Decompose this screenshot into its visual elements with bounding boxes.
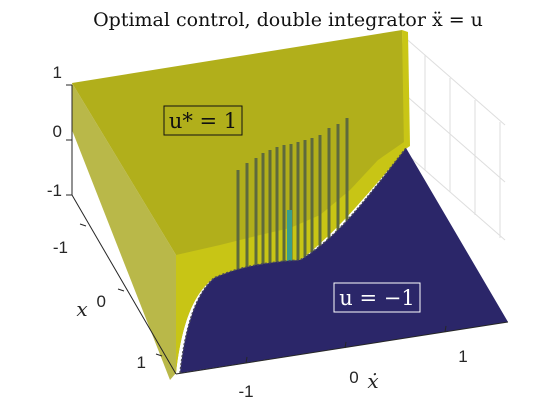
y-axis-label: x <box>76 297 87 321</box>
y-axis: -1 0 1 x <box>53 223 163 372</box>
switching-curve <box>179 147 407 374</box>
chart-title: Optimal control, double integrator ẍ = u <box>93 9 483 31</box>
y-tick-label: -1 <box>53 238 68 257</box>
svg-text:u = −1: u = −1 <box>339 286 414 310</box>
annotation-u-minus: u = −1 <box>333 282 421 313</box>
surface-plus-right <box>402 30 410 150</box>
z-tick-label: 0 <box>53 122 62 141</box>
x-tick-label: 1 <box>458 347 467 366</box>
switching-streaks <box>236 118 349 278</box>
annotation-u-plus: u* = 1 <box>163 105 243 136</box>
z-tick-label: -1 <box>47 181 62 200</box>
surface-plus-shade <box>72 83 176 380</box>
svg-text:u* = 1: u* = 1 <box>169 109 237 133</box>
y-tick-label: 0 <box>97 292 106 311</box>
region-u-minus <box>180 148 508 373</box>
z-tick-label: 1 <box>53 63 62 82</box>
x-axis: -1 0 1 ẋ <box>238 325 468 401</box>
x-tick-label: -1 <box>238 382 253 401</box>
streak-teal <box>287 210 292 262</box>
y-tick-label: 1 <box>137 353 146 372</box>
x-axis-label: ẋ <box>367 369 378 393</box>
x-tick-label: 0 <box>349 368 358 387</box>
z-axis: 1 0 -1 <box>47 63 72 200</box>
